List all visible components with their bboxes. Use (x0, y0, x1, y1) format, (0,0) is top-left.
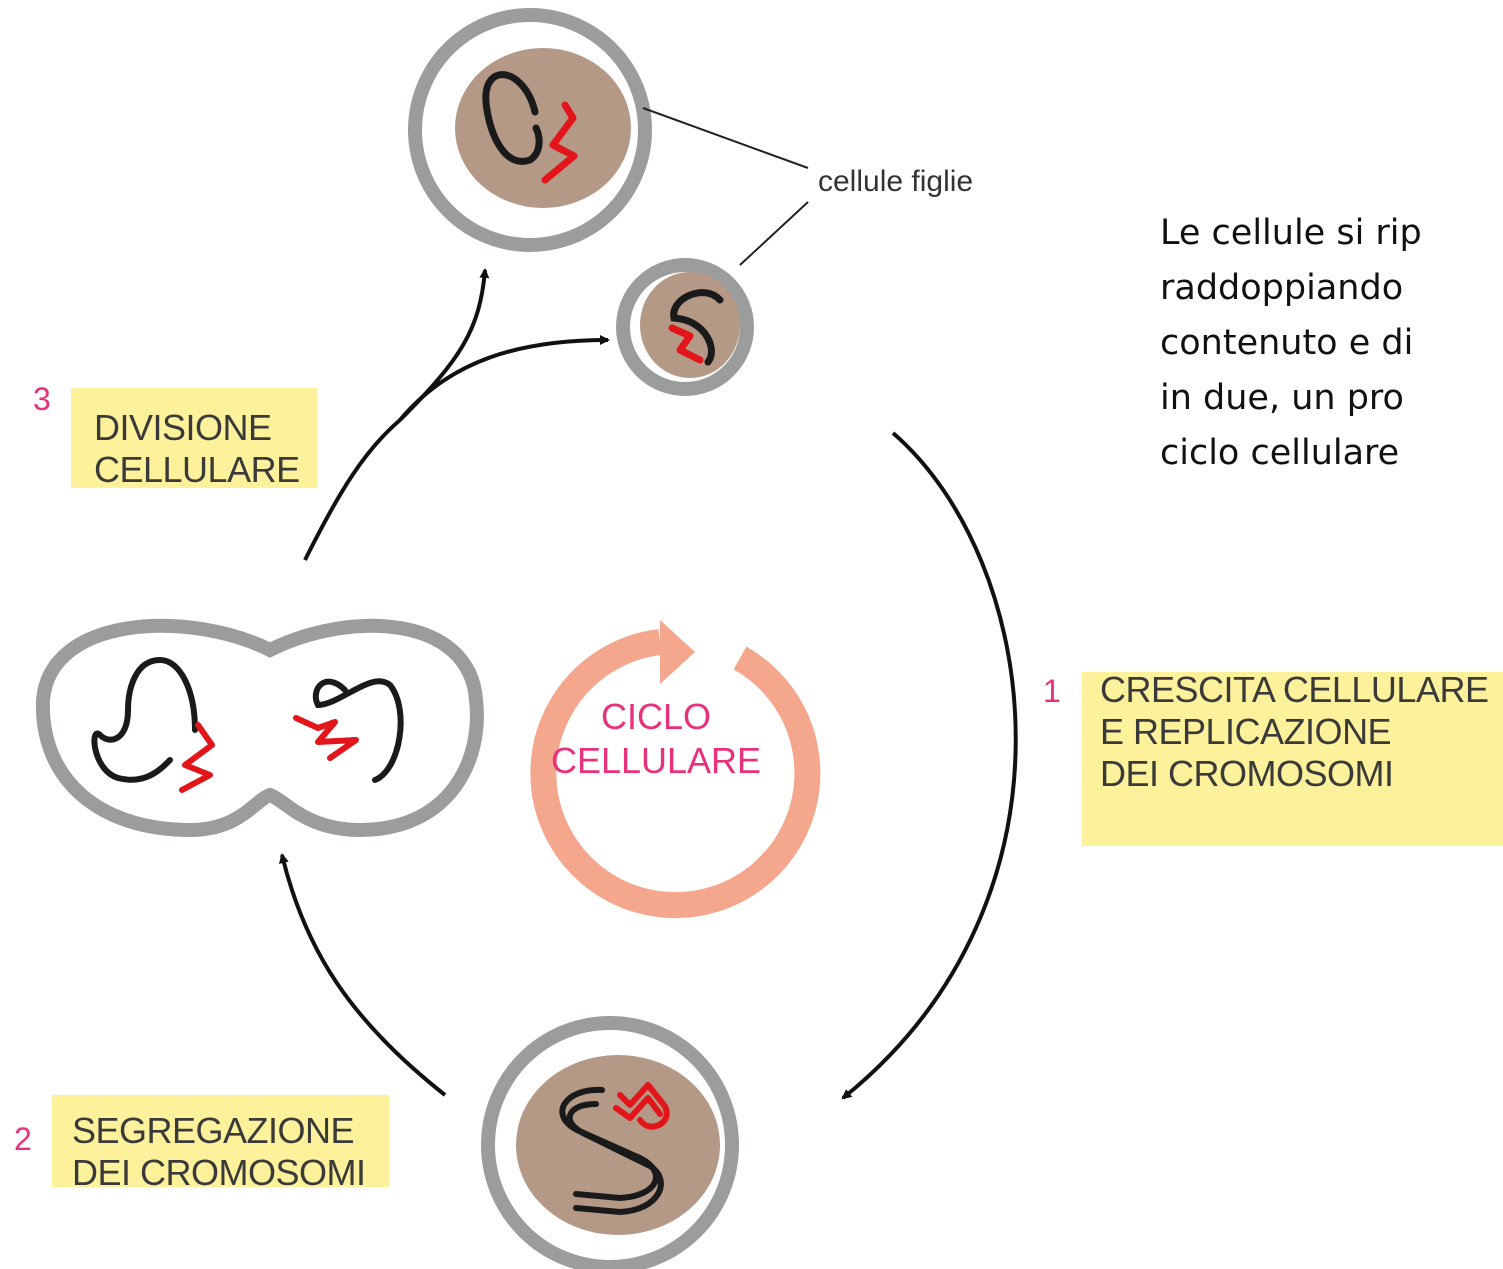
step-number: 3 (33, 381, 51, 417)
cycle-label-line1: CICLO (601, 696, 711, 737)
description-line: Le cellule si rip (1160, 206, 1503, 261)
growing-cell (488, 1023, 732, 1267)
nucleus (455, 48, 631, 208)
step-1-label: 1 CRESCITA CELLULARE E REPLICAZIONE DEI … (1043, 669, 1503, 846)
arrow-growth (843, 433, 1016, 1098)
description-line: contenuto e di (1160, 316, 1503, 371)
step-number: 1 (1043, 673, 1061, 709)
description-line: ciclo cellulare (1160, 426, 1503, 481)
description-line: in due, un pro (1160, 371, 1503, 426)
step-title-line1: CRESCITA CELLULARE (1100, 669, 1488, 710)
arrow-segregation (282, 855, 445, 1095)
daughter-cell-right (623, 265, 747, 389)
step-2-label: 2 SEGREGAZIONE DEI CROMOSOMI (14, 1095, 389, 1193)
description-line: raddoppiando (1160, 261, 1503, 316)
step-3-label: 3 DIVISIONE CELLULARE (33, 381, 317, 490)
arrow-division-top (400, 270, 485, 420)
step-title-line3: DEI CROMOSOMI (1100, 753, 1394, 794)
arrow-division-right (400, 340, 608, 420)
step-title-line2: E REPLICAZIONE (1100, 711, 1391, 752)
step-title-line2: DEI CROMOSOMI (72, 1152, 366, 1193)
daughter-cell-top (415, 15, 645, 245)
step-title-line1: DIVISIONE (94, 407, 272, 448)
step-title-line1: SEGREGAZIONE (72, 1110, 354, 1151)
arrow-division-stem (305, 420, 400, 560)
leader-line-top (643, 108, 808, 168)
description-text: Le cellule si rip raddoppiando contenuto… (1160, 206, 1503, 481)
daughter-cells-label: cellule figlie (818, 165, 973, 198)
step-number: 2 (14, 1121, 32, 1157)
dividing-cell (43, 626, 477, 830)
leader-line-right (740, 202, 808, 265)
cycle-label-line2: CELLULARE (551, 740, 761, 781)
step-title-line2: CELLULARE (94, 449, 300, 490)
